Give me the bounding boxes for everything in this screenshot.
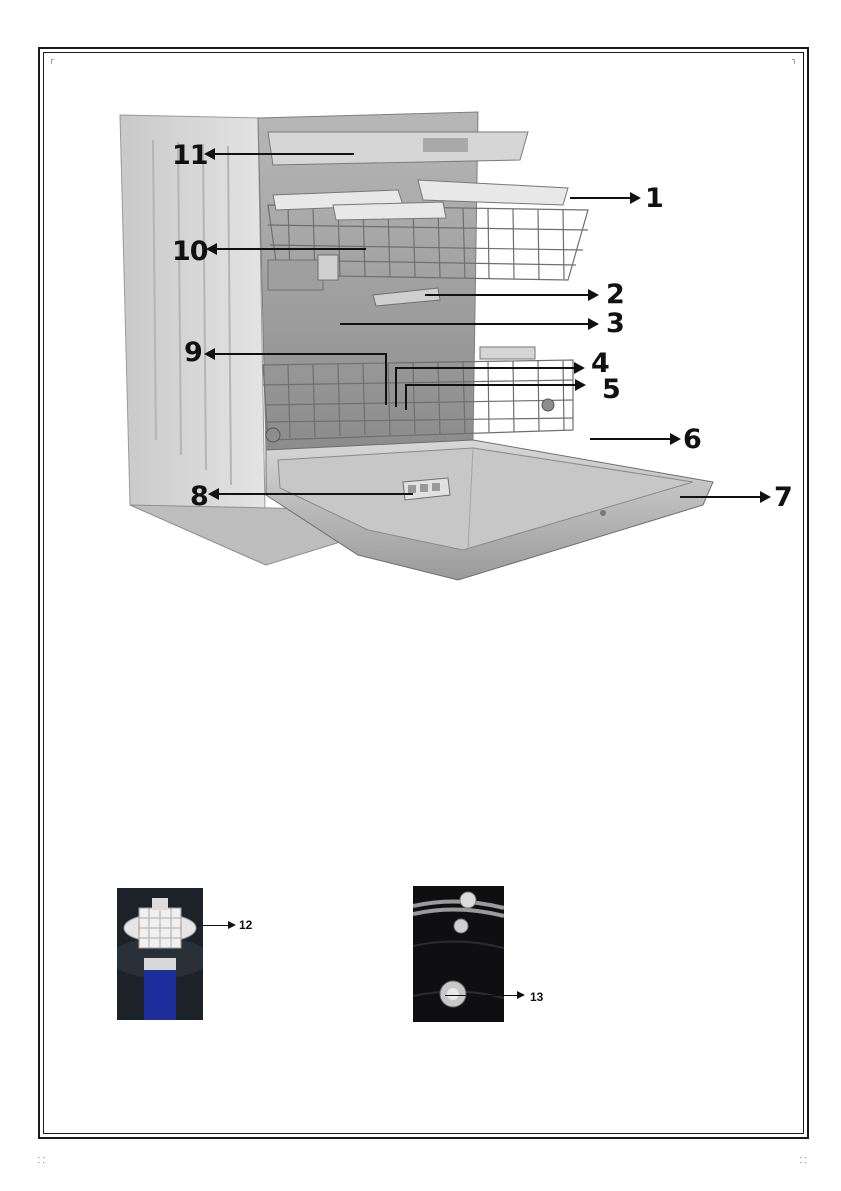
callout-line-9-drop (385, 353, 387, 405)
label-10: 10 (172, 238, 208, 265)
callout-arrow-4 (574, 362, 585, 374)
callout-line-2 (425, 294, 590, 296)
corner-mark-top-right: ┐ (792, 57, 797, 64)
callout-arrow-6 (670, 433, 681, 445)
label-1: 1 (645, 185, 663, 212)
spray-arm-nozzle-photo (413, 886, 504, 1022)
callout-arrow-13 (517, 991, 525, 999)
label-5: 5 (602, 376, 620, 403)
callout-arrow-1 (630, 192, 641, 204)
callout-line-5 (405, 384, 577, 386)
label-8: 8 (190, 483, 208, 510)
callout-line-5-drop (405, 384, 407, 410)
corner-mark-top-left: ┌ (49, 57, 54, 64)
callout-line-7 (680, 496, 762, 498)
label-12: 12 (239, 919, 252, 931)
callout-line-8 (218, 493, 413, 495)
callout-arrow-2 (588, 289, 599, 301)
callout-line-10 (216, 248, 366, 250)
label-7: 7 (774, 484, 792, 511)
callout-arrow-3 (588, 318, 599, 330)
callout-line-4 (395, 367, 575, 369)
callout-arrow-5 (575, 379, 586, 391)
callout-line-6 (590, 438, 672, 440)
callout-line-13 (445, 995, 518, 996)
callout-line-1 (570, 197, 632, 199)
label-9: 9 (184, 339, 202, 366)
callout-line-3 (340, 323, 590, 325)
label-13: 13 (530, 991, 543, 1003)
filter-detail-photo (117, 888, 203, 1020)
callout-line-11 (214, 153, 354, 155)
callout-line-4-drop (395, 367, 397, 407)
label-6: 6 (683, 426, 701, 453)
label-2: 2 (606, 281, 624, 308)
label-11: 11 (172, 142, 208, 169)
callout-line-9 (214, 353, 386, 355)
callout-arrow-12 (228, 921, 236, 929)
label-4: 4 (591, 350, 609, 377)
label-3: 3 (606, 310, 624, 337)
footer-mark-left: ⸬ (38, 1155, 45, 1166)
callout-line-12 (198, 925, 228, 926)
callout-arrow-7 (760, 491, 771, 503)
footer-mark-right: ⸬ (800, 1155, 807, 1166)
